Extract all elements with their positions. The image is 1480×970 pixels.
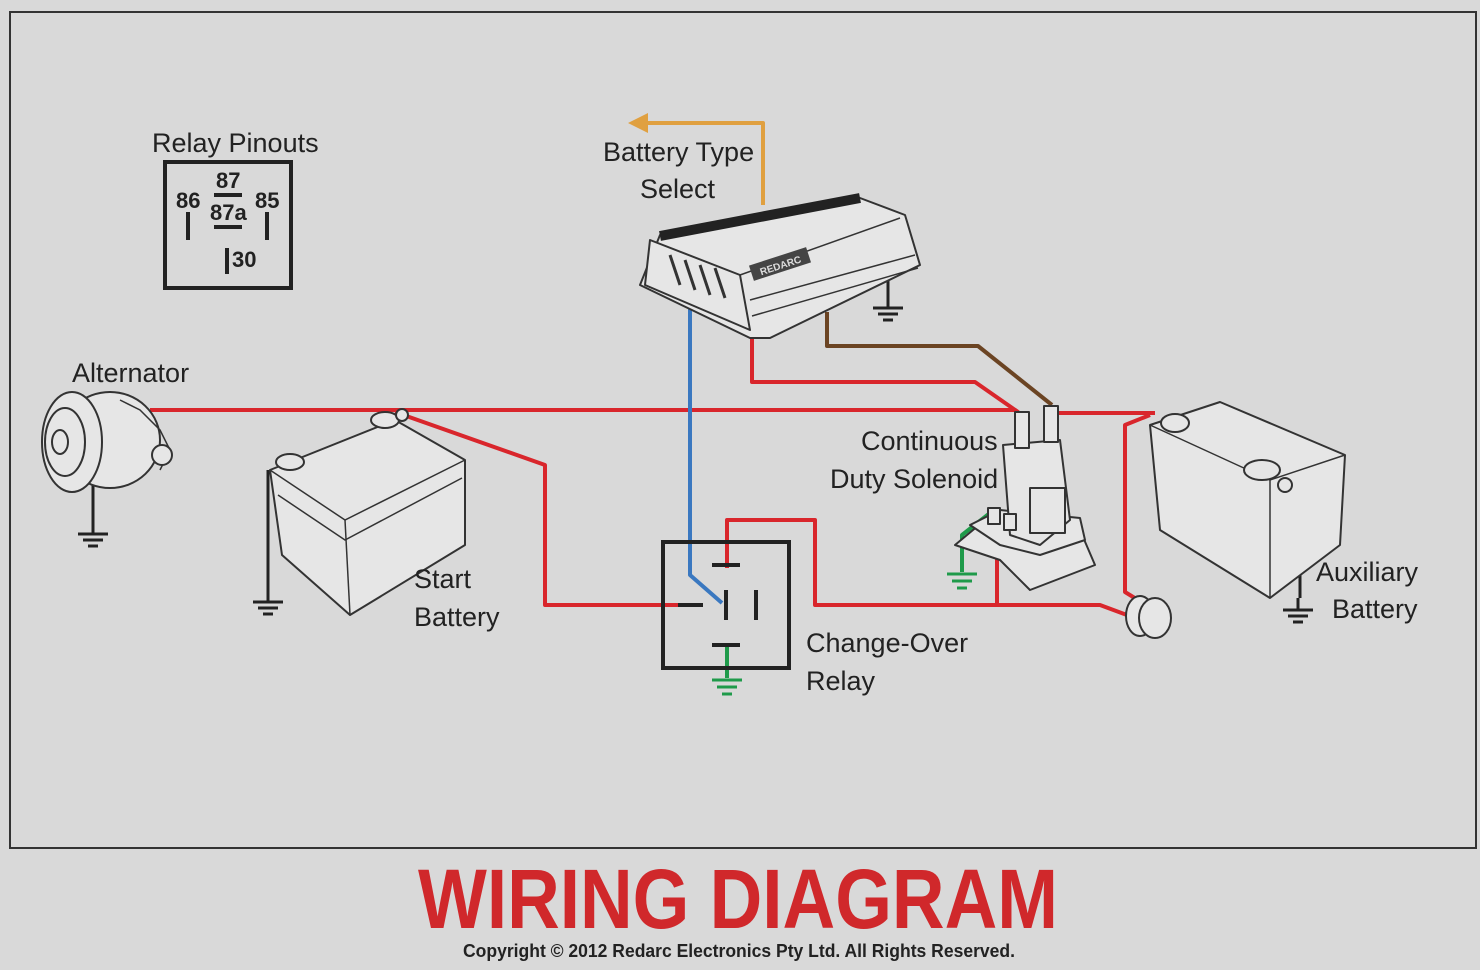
arrow-icon xyxy=(628,113,648,133)
alternator-icon xyxy=(41,391,173,493)
start-battery-icon xyxy=(269,408,466,616)
start-battery-label-line2: Battery xyxy=(414,602,500,632)
page-title: WIRING DIAGRAM xyxy=(418,852,1058,946)
pin-87: 87 xyxy=(216,168,240,193)
pin-87a: 87a xyxy=(210,200,247,225)
dcdc-input-wire xyxy=(750,335,1020,414)
auxiliary-battery-label-line2: Battery xyxy=(1332,594,1418,624)
change-over-relay-label-line2: Relay xyxy=(806,666,876,696)
alternator-positive-wire xyxy=(150,408,1024,417)
alternator-label: Alternator xyxy=(72,358,189,388)
battery-type-select-wire xyxy=(645,121,765,205)
aux-button-wire xyxy=(1123,413,1151,602)
ground-icon xyxy=(871,294,905,322)
auxiliary-battery-label-line1: Auxiliary xyxy=(1316,557,1419,587)
ground-icon xyxy=(1281,596,1315,624)
signal-wire xyxy=(688,305,724,605)
relay-pinouts-heading: Relay Pinouts xyxy=(152,128,319,158)
battery-type-select-label-line1: Battery Type xyxy=(603,137,754,167)
ground-icon xyxy=(251,588,285,616)
pin-86: 86 xyxy=(176,188,200,213)
change-over-relay-label-line1: Change-Over xyxy=(806,628,968,658)
brown-wire xyxy=(825,312,1054,407)
push-button-icon xyxy=(1125,595,1172,639)
relay-output-wire xyxy=(725,518,1136,620)
relay-pinouts: Relay Pinouts 86 87 87a 85 30 xyxy=(152,128,319,290)
pin-85: 85 xyxy=(255,188,279,213)
solenoid-label-line2: Duty Solenoid xyxy=(830,464,998,494)
pin-30: 30 xyxy=(232,247,256,272)
dcdc-charger-icon: REDARC xyxy=(639,193,921,339)
battery-type-select-label-line2: Select xyxy=(640,174,716,204)
copyright-text: Copyright © 2012 Redarc Electronics Pty … xyxy=(463,941,1015,961)
change-over-relay-icon xyxy=(661,540,791,670)
start-battery-label-line1: Start xyxy=(414,564,472,594)
solenoid-icon xyxy=(954,405,1096,591)
ground-icon xyxy=(76,520,110,548)
diagram-frame xyxy=(9,11,1477,849)
start-battery-relay-wire xyxy=(394,410,690,607)
ground-icon xyxy=(710,678,744,696)
ground-icon xyxy=(945,572,979,590)
solenoid-label-line1: Continuous xyxy=(861,426,998,456)
auxiliary-battery-icon xyxy=(1149,401,1346,599)
